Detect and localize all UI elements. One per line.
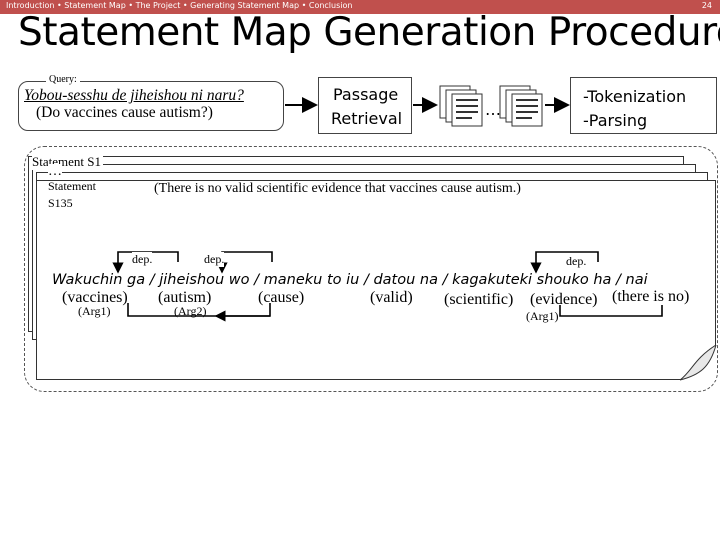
passage-retrieval-line1: Passage [333,85,399,104]
slide-title: Statement Map Generation Procedure [18,10,720,55]
arg-label: (Arg1) [78,304,111,318]
passage-retrieval-box: Passage Retrieval [318,77,412,134]
japanese-parse: Wakuchin ga / jiheishou wo / maneku to i… [52,272,648,288]
statement-s135-label-line1: Statement [48,179,96,193]
gloss-valid: (valid) [370,289,413,306]
gloss-scientific: (scientific) [444,291,514,308]
tokenization-label: -Tokenization [583,87,687,106]
document-stack-icon [439,85,483,127]
gloss-autism: (autism) [158,289,212,306]
header-bar [0,0,720,14]
query-box [18,81,284,131]
statements-region [24,146,718,392]
dep-label: dep. [132,252,153,267]
document-stack-icon [499,85,543,127]
query-english: (Do vaccines cause autism?) [36,104,213,121]
sentence-english: (There is no valid scientific evidence t… [154,181,521,196]
statements-dots: … [48,164,62,180]
processing-box: -Tokenization -Parsing [570,77,717,134]
breadcrumb: Introduction • Statement Map • The Proje… [6,1,353,10]
dep-label: dep. [204,252,225,267]
arg-label: (Arg2) [174,304,207,318]
query-japanese: Yobou-sesshu de jiheishou ni naru? [24,87,244,104]
dep-label: dep. [566,254,587,269]
documents-ellipsis: … [485,100,501,119]
statement-card-s135 [36,180,716,380]
query-label: Query: [46,74,80,85]
gloss-cause: (cause) [258,289,305,306]
passage-retrieval-line2: Retrieval [331,109,403,128]
gloss-there-is-no: (there is no) [612,288,690,305]
folded-corner-icon [680,345,717,381]
statement-s135-label-line2: S135 [48,196,73,210]
gloss-evidence: (evidence) [530,291,598,308]
parsing-label: -Parsing [583,111,648,130]
page-number: 24 [701,1,712,10]
arg-label: (Arg1) [526,309,559,324]
gloss-vaccines: (vaccines) [62,289,128,306]
